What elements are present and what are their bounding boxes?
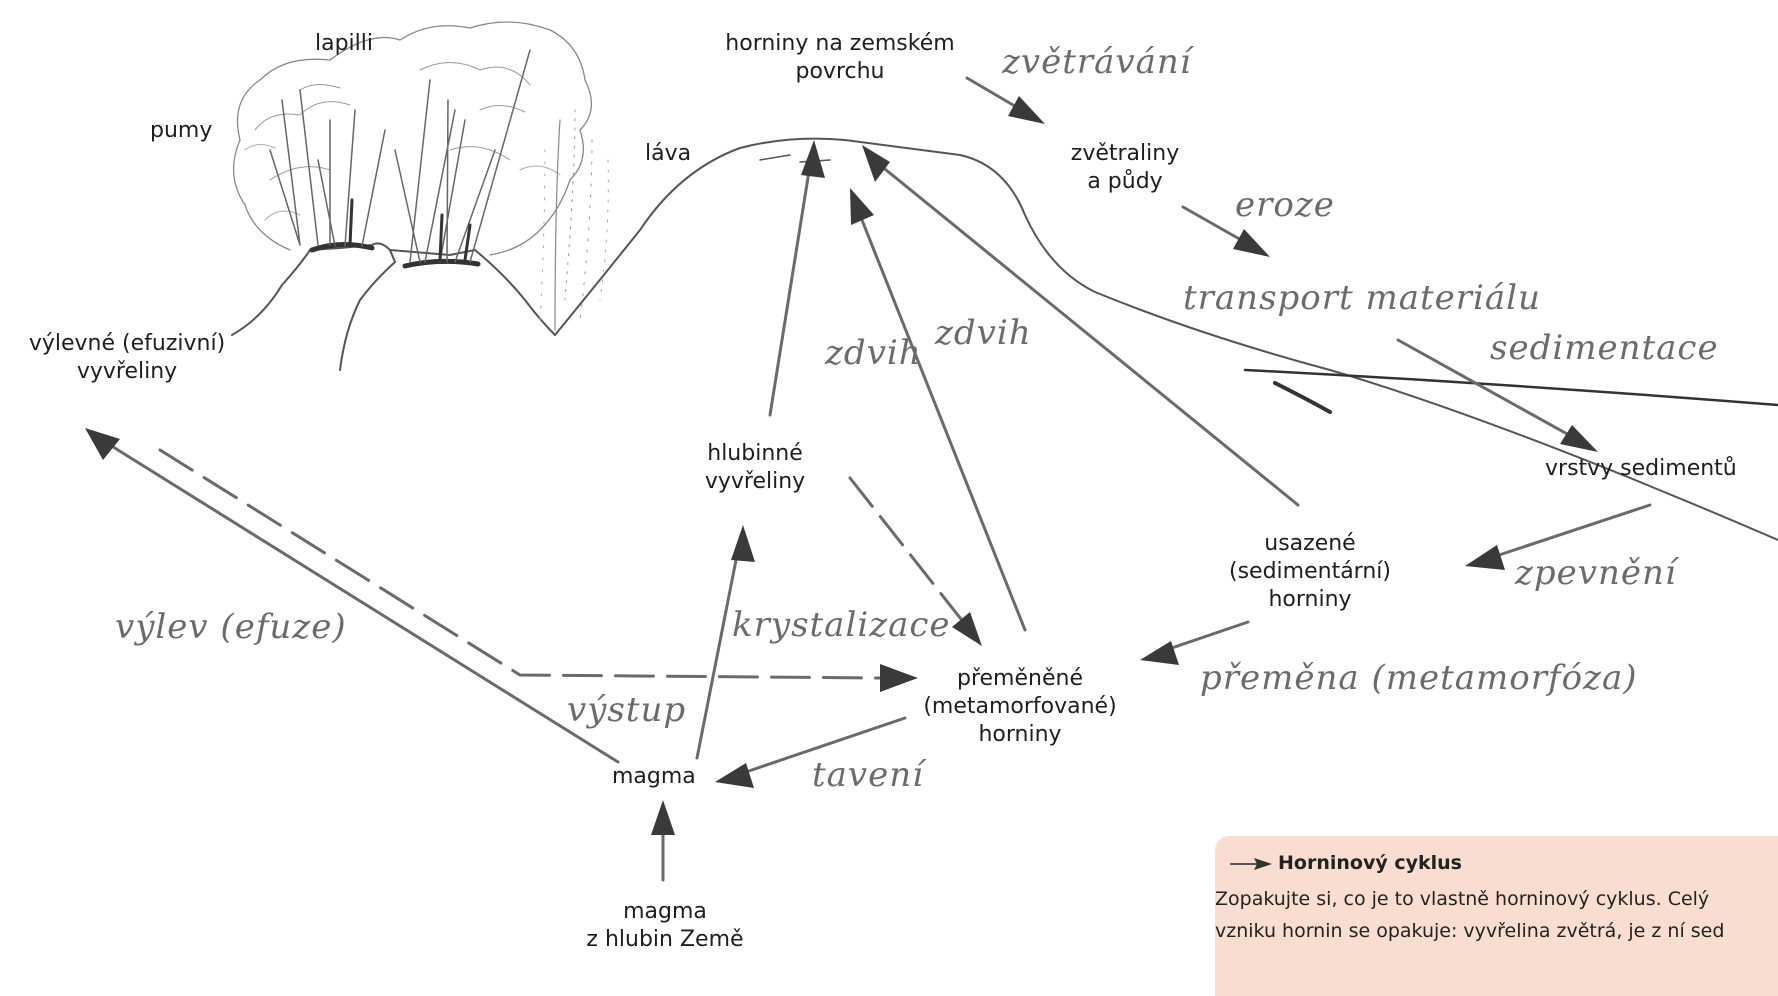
process-uplift-1: zdvih bbox=[825, 333, 922, 373]
arrow-uplift-plutonic bbox=[770, 165, 810, 415]
process-effusion: výlev (efuze) bbox=[115, 607, 347, 647]
arrow-metamorphism bbox=[1160, 622, 1248, 652]
process-transport: transport materiálu bbox=[1183, 278, 1541, 318]
process-metamorphism: přeměna (metamorfóza) bbox=[1200, 658, 1638, 698]
process-crystallization: krystalizace bbox=[732, 605, 951, 645]
label-metamorphic-rocks: přeměněné(metamorfované)horniny bbox=[920, 665, 1120, 749]
rock-cycle-diagram bbox=[0, 0, 1778, 960]
process-weathering: zvětrávání bbox=[1002, 42, 1192, 82]
info-box-title-text: Horninový cyklus bbox=[1278, 852, 1462, 874]
process-ascent: výstup bbox=[567, 690, 686, 730]
info-box-title: Horninový cyklus bbox=[1228, 852, 1462, 874]
process-melting: tavení bbox=[812, 755, 924, 795]
info-box-line-2: vzniku hornin se opakuje: vyvřelina zvět… bbox=[1215, 915, 1775, 947]
arrowheads bbox=[85, 96, 1598, 835]
label-lapilli: lapilli bbox=[315, 30, 373, 58]
process-consolidation: zpevnění bbox=[1515, 553, 1677, 593]
label-effusive-rocks: výlevné (efuzivní)vyvřeliny bbox=[2, 330, 252, 386]
arrow-consolidation bbox=[1490, 505, 1650, 558]
label-sediment-layers: vrstvy sedimentů bbox=[1545, 455, 1737, 483]
arrow-icon bbox=[1228, 857, 1274, 871]
arrow-effusion-solid bbox=[110, 445, 618, 762]
process-erosion: eroze bbox=[1235, 185, 1335, 225]
arrow-uplift-metamorphic bbox=[858, 210, 1025, 630]
process-uplift-2: zdvih bbox=[935, 313, 1032, 353]
label-sedimentary-rocks: usazené(sedimentární)horniny bbox=[1225, 530, 1395, 614]
process-sedimentation: sedimentace bbox=[1490, 328, 1719, 368]
label-lava: láva bbox=[645, 140, 691, 168]
label-magma: magma bbox=[612, 763, 696, 791]
info-box-text: Zopakujte si, co je to vlastně horninový… bbox=[1215, 883, 1775, 947]
label-pumy: pumy bbox=[150, 117, 212, 145]
arrow-ascent bbox=[697, 550, 738, 758]
info-box-line-1: Zopakujte si, co je to vlastně horninový… bbox=[1215, 883, 1775, 915]
